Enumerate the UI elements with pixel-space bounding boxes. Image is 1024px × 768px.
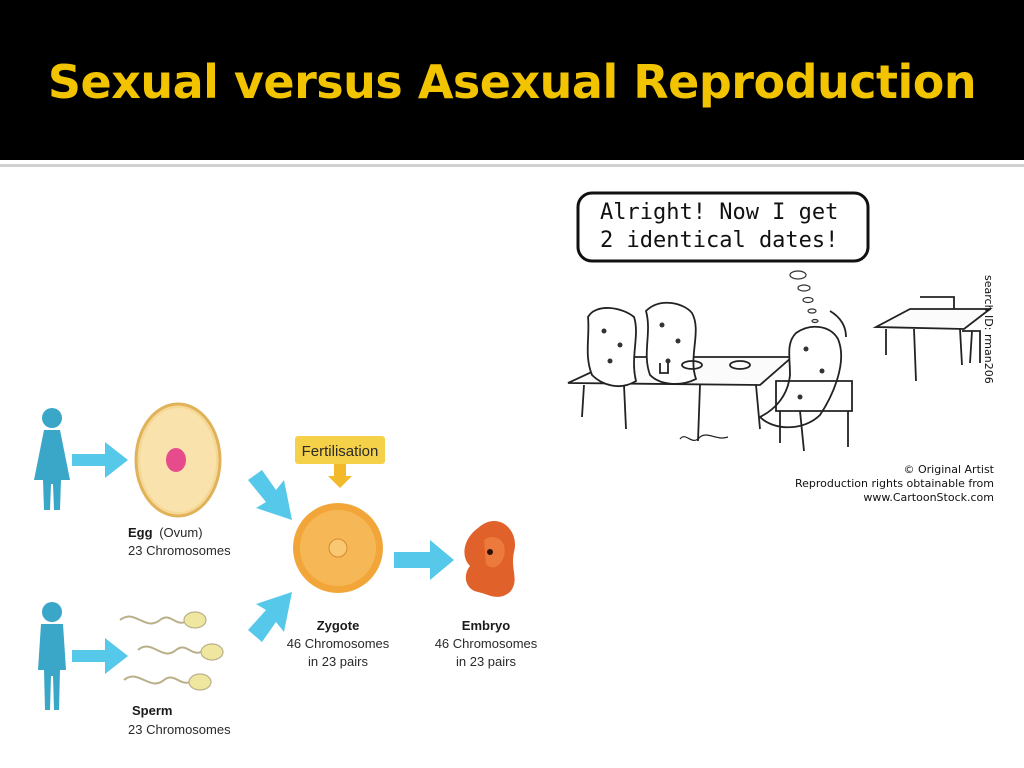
search-id: search ID: rman206 — [982, 275, 995, 384]
zygote-name: Zygote — [317, 618, 360, 633]
reproduction-diagram: Egg (Ovum) 23 Chromosomes Sperm 23 Chrom… — [34, 402, 538, 737]
male-figure-icon — [38, 602, 66, 710]
thought-bubble — [576, 191, 870, 263]
svg-text:Egg (Ovum): Egg (Ovum) — [128, 525, 203, 540]
table-scene-icon — [567, 296, 993, 452]
zygote-cell-icon — [293, 503, 383, 593]
cartoon-illustration: Alright! Now I get 2 identical dates! — [567, 191, 995, 504]
sperm-chromosomes: 23 Chromosomes — [128, 722, 231, 737]
sperm-cells-icon — [119, 611, 224, 691]
embryo-line2: in 23 pairs — [456, 654, 516, 669]
fertilisation-box — [295, 436, 385, 464]
embryo-line1: 46 Chromosomes — [435, 636, 538, 651]
slide-title: Sexual versus Asexual Reproduction — [47, 55, 977, 109]
egg-chromosomes: 23 Chromosomes — [128, 543, 231, 558]
embryo-icon — [464, 521, 516, 597]
title-bar: Sexual versus Asexual Reproduction — [0, 0, 1024, 160]
rights-line1: Reproduction rights obtainable from — [795, 477, 994, 490]
female-figure-icon — [34, 408, 70, 510]
artist-signature — [679, 434, 729, 441]
arrow-female-to-egg-icon — [72, 442, 128, 478]
egg-name: Egg — [128, 525, 153, 540]
zygote-line1: 46 Chromosomes — [287, 636, 390, 651]
fertilisation-arrow-icon — [328, 464, 352, 488]
arrow-sperm-to-zygote-icon — [248, 592, 292, 642]
fertilisation-label: Fertilisation — [302, 443, 379, 460]
embryo-name: Embryo — [462, 618, 510, 633]
arrow-zygote-to-embryo-icon — [394, 540, 454, 580]
bubble-line1: Alright! Now I get — [600, 200, 838, 225]
rights-line2: www.CartoonStock.com — [863, 491, 994, 504]
amoeba-spots-icon — [601, 322, 825, 400]
arrow-male-to-sperm-icon — [72, 638, 128, 674]
copyright-text: © Original Artist — [904, 463, 995, 476]
thought-dots-icon — [789, 270, 819, 324]
arrow-egg-to-zygote-icon — [248, 470, 292, 520]
egg-cell-icon — [134, 402, 222, 518]
sperm-name: Sperm — [132, 703, 172, 718]
bubble-line2: 2 identical dates! — [600, 228, 838, 253]
egg-qualifier: (Ovum) — [159, 525, 202, 540]
zygote-line2: in 23 pairs — [308, 654, 368, 669]
title-divider — [0, 164, 1024, 167]
